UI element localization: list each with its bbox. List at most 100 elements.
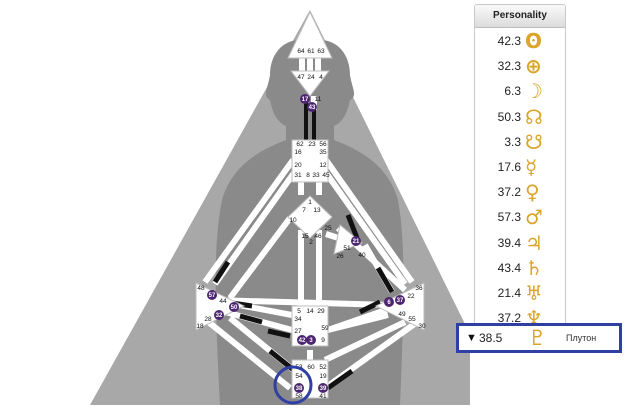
gate-26: 26 (336, 253, 344, 260)
gate-14: 14 (306, 308, 314, 315)
throat-center (291, 139, 329, 183)
jupiter-icon: ♃ (525, 230, 543, 255)
gate-8: 8 (306, 172, 310, 179)
svg-text:3: 3 (309, 338, 313, 344)
activation-42 (297, 335, 307, 345)
svg-text:38: 38 (296, 386, 303, 392)
expand-arrow-icon[interactable]: ▼ (466, 332, 477, 344)
gate-46: 46 (314, 233, 322, 240)
g-center (287, 195, 333, 239)
gate-35: 35 (319, 149, 327, 156)
head-center (287, 10, 333, 59)
planet-value: 21.4 (497, 286, 521, 300)
planet-row[interactable]: 39.4♃ (475, 231, 565, 256)
gate-19: 19 (319, 373, 327, 380)
svg-text:39: 39 (320, 386, 327, 392)
mars-icon: ♂ (525, 205, 543, 230)
svg-text:42: 42 (299, 338, 306, 344)
activation-43 (307, 102, 317, 112)
gate-16: 16 (294, 149, 302, 156)
gate-33: 33 (312, 172, 320, 179)
bodygraph-chart: 64 61 63 47 24 4 11 62 23 56 16 35 20 12… (90, 10, 470, 405)
gate-55: 55 (408, 316, 416, 323)
planet-value: 6.3 (504, 84, 521, 99)
gate-49: 49 (398, 311, 406, 318)
svg-text:21: 21 (353, 239, 360, 245)
planet-row[interactable]: 42.3 ʘ (475, 29, 565, 54)
gate-56: 56 (319, 141, 327, 148)
planet-value: 43.4 (497, 260, 521, 275)
earth-icon: ⊕ (525, 54, 542, 79)
gate-64: 64 (297, 48, 305, 55)
gate-5: 5 (297, 308, 301, 315)
gate-20: 20 (294, 162, 302, 169)
gate-40: 40 (358, 252, 366, 259)
gate-48: 48 (197, 285, 205, 292)
gate-13: 13 (313, 207, 321, 214)
svg-text:50: 50 (231, 305, 238, 311)
heart-center (333, 224, 363, 255)
gate-15: 15 (301, 233, 309, 240)
saturn-icon: ♄ (525, 255, 543, 280)
svg-text:57: 57 (209, 293, 216, 299)
planet-row[interactable]: 21.4 ♅ (475, 281, 565, 306)
activation-57 (207, 290, 217, 300)
planet-row[interactable]: 32.3 ⊕ (475, 54, 565, 79)
solar-plexus-center (374, 282, 425, 331)
sun-icon: ʘ (525, 29, 543, 53)
highlight-ring (273, 365, 313, 405)
pluto-row[interactable]: ▼ 38.5 ♇ Плутон (456, 323, 622, 353)
gate-59: 59 (321, 325, 329, 332)
gate-41: 41 (319, 393, 327, 400)
planet-row[interactable]: 57.3 ♂ (475, 205, 565, 230)
gate-12: 12 (319, 162, 327, 169)
moon-icon: ☽ (525, 79, 543, 104)
svg-text:32: 32 (216, 313, 223, 319)
pluto-value: 38.5 (479, 331, 503, 345)
gate-30: 30 (418, 323, 426, 330)
gate-9: 9 (321, 337, 325, 344)
gate-2: 2 (309, 239, 313, 246)
gate-4: 4 (319, 74, 323, 81)
gate-63: 63 (317, 48, 325, 55)
gate-54: 54 (295, 373, 303, 380)
gate-47: 47 (297, 74, 305, 81)
gate-1: 1 (308, 199, 312, 206)
svg-text:43: 43 (309, 105, 316, 111)
activation-38 (294, 383, 304, 393)
uranus-icon: ♅ (525, 281, 543, 305)
gate-58: 58 (295, 393, 303, 400)
planet-row[interactable]: 6.3 ☽ (475, 79, 565, 104)
planet-row[interactable]: 17.6 ☿ (475, 155, 565, 180)
planet-row[interactable]: 37.2 ♀ (475, 180, 565, 205)
planet-value: 17.6 (497, 160, 521, 174)
south-node-icon: ☋ (525, 129, 543, 154)
gate-23: 23 (308, 141, 316, 148)
gate-27: 27 (294, 328, 302, 335)
activation-21 (351, 236, 361, 246)
gate-10: 10 (289, 217, 297, 224)
planet-value: 57.3 (497, 210, 521, 225)
activation-50 (229, 302, 239, 312)
ajna-center (289, 70, 331, 97)
activation-32 (214, 310, 224, 320)
gate-29: 29 (317, 308, 325, 315)
gate-62: 62 (296, 141, 304, 148)
venus-icon: ♀ (525, 180, 540, 205)
planet-value: 37.2 (497, 185, 521, 200)
planet-row[interactable]: 43.4 ♄ (475, 256, 565, 281)
gate-18: 18 (196, 323, 204, 330)
svg-text:6: 6 (387, 300, 391, 306)
gate-28: 28 (204, 316, 212, 323)
mercury-icon: ☿ (525, 155, 538, 179)
activated-gates: 17 43 21 57 50 32 6 37 42 3 38 39 (207, 94, 405, 393)
gate-51: 51 (343, 245, 351, 252)
gate-52: 52 (319, 364, 327, 371)
planet-row[interactable]: 50.3☊ (475, 105, 565, 130)
gate-25: 25 (324, 225, 332, 232)
gate-22: 22 (407, 293, 415, 300)
planet-row[interactable]: 3.3☋ (475, 130, 565, 155)
planet-value: 32.3 (497, 59, 521, 74)
planet-value: 42.3 (497, 34, 521, 48)
